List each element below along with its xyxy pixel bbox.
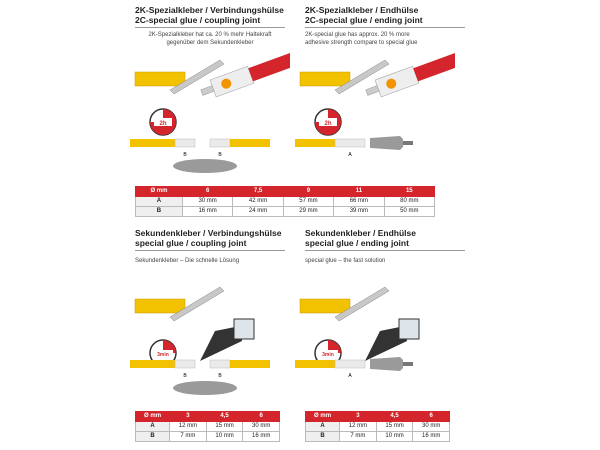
end-cap-icon [370,357,403,371]
ending-illustration: 3min A [295,286,420,379]
coupling-illustration: 3min B B [130,286,270,395]
section-description: Sekundenkleber – Die schnelle Lösung [135,258,240,264]
section-title: 2K-Spezialkleber / Endhülse 2C-special g… [305,5,423,25]
timer-label: 2h [324,121,331,127]
saw-icon [169,286,225,322]
section-description: special glue – the fast solution [305,258,386,264]
divider [305,250,465,251]
saw-icon [334,286,390,322]
divider [135,27,285,28]
dimension-b-right: B [218,373,222,379]
timer-icon [314,108,342,136]
dimension-a: A [348,152,352,158]
dimension-b-left: B [183,152,187,158]
glue-syringe-icon [200,52,290,98]
ending-illustration: 2h A [295,52,455,158]
section-title: Sekundenkleber / Endhülse special glue /… [305,228,417,248]
section-description: 2K-Spezialkleber hat ca. 20 % mehr Halte… [148,32,272,46]
sleeve-icon [173,159,237,173]
saw-icon [334,59,390,95]
saw-icon [169,59,225,95]
coupling-illustration: 2h B B [130,52,290,173]
timer-label: 2h [159,121,166,127]
timer-label: 3min [157,352,169,358]
glue-syringe-icon [365,52,455,98]
sleeve-icon [173,381,237,395]
divider [305,27,465,28]
section-description: 2K-special glue has approx. 20 % more ad… [305,32,418,46]
dimension-b-left: B [183,373,187,379]
glue-bottle-icon [365,318,420,361]
dimension-a: A [348,373,352,379]
section-title: Sekundenkleber / Verbindungshülse specia… [135,228,282,248]
dimension-b-right: B [218,152,222,158]
section-title: 2K-Spezialkleber / Verbindungshülse 2C-s… [135,5,284,25]
glue-bottle-icon [200,318,255,361]
timer-label: 3min [322,352,334,358]
end-cap-icon [370,136,403,150]
divider [135,250,285,251]
timer-icon [149,108,177,136]
timer-icon [314,339,342,367]
